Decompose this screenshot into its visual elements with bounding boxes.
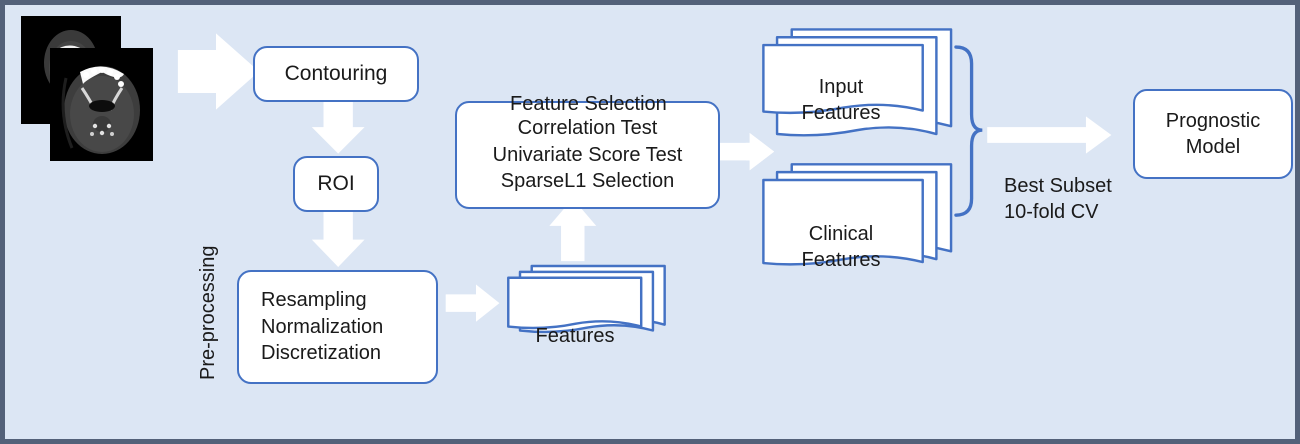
preprocessing-group-label: Pre-processing [197, 245, 220, 380]
arrow-contouring-to-roi [311, 99, 365, 154]
input-features-text: Input Features [801, 76, 881, 124]
prognostic-model-label: Prognostic Model [1165, 109, 1261, 158]
right-curly-brace [954, 45, 983, 217]
input-features-label: Input Features [771, 48, 911, 126]
preprocessing-group-text: Pre-processing [197, 245, 219, 380]
roi-box[interactable]: ROI [293, 156, 379, 212]
arrow-to-clinical-features [745, 133, 775, 171]
clinical-features-label: Clinical Features [771, 195, 911, 273]
roi-label: ROI [317, 172, 355, 196]
feature-selection-methods-label: Correlation Test Univariate Score Test S… [492, 117, 683, 193]
features-label: Features [510, 297, 640, 349]
arrow-images-to-contouring [177, 33, 260, 110]
prognostic-model-box[interactable]: Prognostic Model [1133, 89, 1293, 179]
preprocessing-box[interactable]: Resampling Normalization Discretization [237, 270, 438, 384]
arrow-featureselection-to-features-stack [714, 133, 775, 171]
preprocessing-steps-label: Resampling Normalization Discretization [261, 289, 384, 365]
contouring-box[interactable]: Contouring [253, 46, 419, 102]
clinical-features-text: Clinical Features [801, 223, 881, 271]
feature-selection-box[interactable]: Correlation Test Univariate Score Test S… [455, 101, 720, 209]
ct-axial-slice-lower [50, 48, 153, 161]
features-text: Features [535, 325, 615, 347]
arrow-preprocessing-to-features [445, 284, 500, 322]
contouring-label: Contouring [284, 62, 388, 86]
arrow-roi-to-preprocessing [311, 207, 365, 267]
best-subset-label: Best Subset 10-fold CV [1004, 147, 1112, 225]
feature-selection-title-text: Feature Selection [510, 93, 667, 115]
best-subset-text: Best Subset 10-fold CV [1004, 175, 1112, 223]
feature-selection-title: Feature Selection [510, 65, 667, 117]
